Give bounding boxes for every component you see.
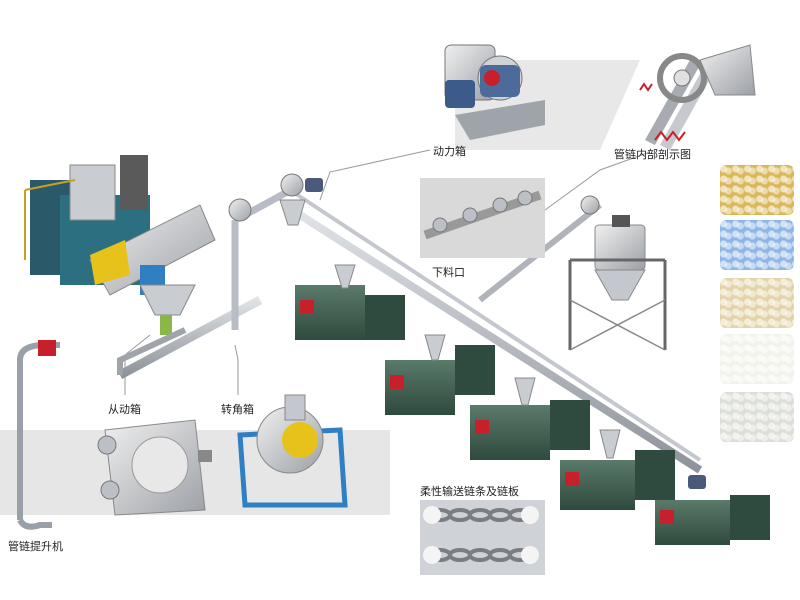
chain-links-inset	[420, 500, 545, 575]
label-power-box: 动力箱	[433, 145, 466, 158]
extruder-1	[295, 264, 405, 340]
label-corner-box: 转角箱	[221, 403, 254, 416]
label-chain-cutaway: 管链内部剖示图	[614, 148, 691, 161]
material-swatch-granules	[720, 165, 794, 215]
label-lifter: 管链提升机	[8, 540, 63, 553]
extruder-5	[655, 475, 770, 545]
extruder-4	[560, 429, 675, 510]
material-swatch-salt	[720, 392, 794, 442]
lifter-illustration	[17, 340, 60, 530]
power-box-illustration	[444, 44, 545, 140]
material-swatch-crystals	[720, 220, 794, 270]
label-driven-box: 从动箱	[108, 403, 141, 416]
mixer-plant-illustration	[24, 155, 216, 335]
silo-illustration	[568, 215, 667, 351]
corner-box-illustration	[237, 394, 348, 508]
driven-box-illustration	[97, 419, 212, 516]
extruder-2	[385, 334, 495, 415]
conveyor-pipes	[117, 173, 703, 474]
label-discharge-port: 下料口	[432, 266, 465, 279]
chain-cutaway-illustration	[639, 44, 756, 150]
label-chain-parts: 柔性输送链条及链板	[420, 485, 519, 498]
extruder-3	[470, 377, 590, 460]
material-swatch-white-powder	[720, 334, 794, 384]
chain-cutaway-leader	[544, 151, 651, 211]
discharge-port-inset	[420, 178, 545, 258]
material-swatch-powder	[720, 278, 794, 328]
corner-box-leader	[234, 344, 239, 395]
power-box-leader	[319, 149, 431, 201]
